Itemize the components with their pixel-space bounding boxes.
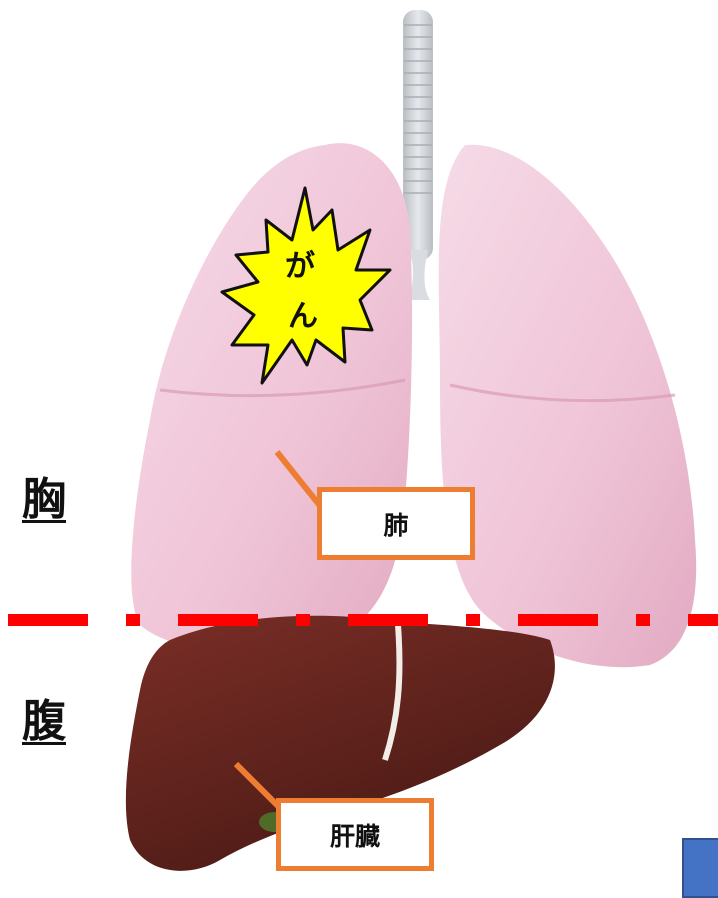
tumor-label-2: ん: [288, 299, 318, 334]
tumor-label-1: が: [285, 249, 315, 284]
liver-callout: 肝臓: [276, 798, 434, 871]
lung-right: [439, 145, 697, 667]
lung-left: [131, 143, 412, 652]
abdomen-label: 腹: [22, 700, 66, 744]
chest-label: 胸: [22, 478, 66, 522]
lung-callout: 肺: [317, 487, 475, 560]
blue-box: [682, 838, 718, 898]
